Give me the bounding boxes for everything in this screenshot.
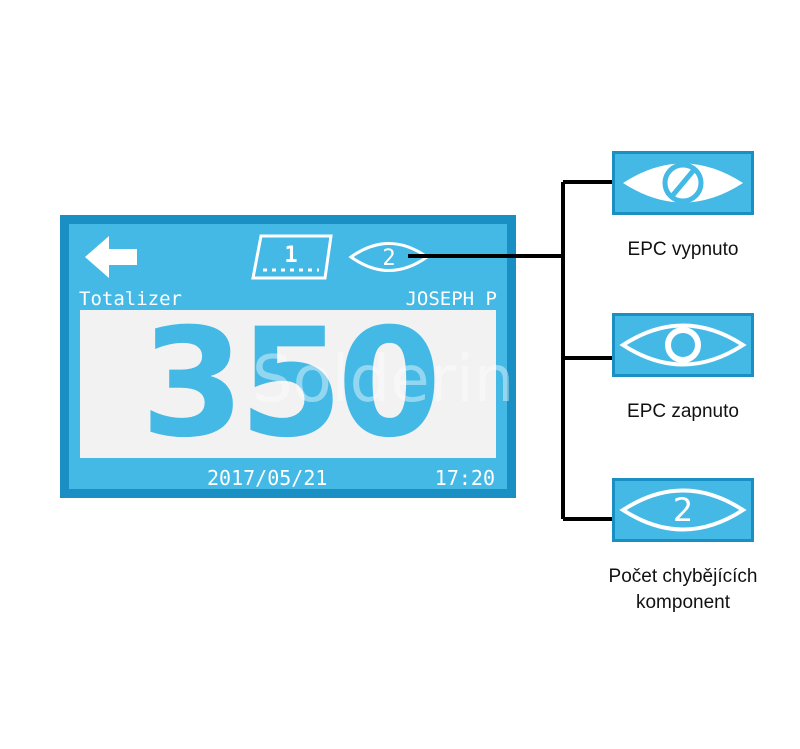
epc-off-eye-icon [623, 162, 743, 204]
value-panel: 350 Soldering [80, 304, 555, 464]
time-display: 17:20 [434, 466, 495, 490]
caption-epc-off: EPC vypnuto [627, 239, 739, 260]
back-arrow-icon[interactable] [83, 234, 141, 280]
legend-missing-count-box: 2 [612, 478, 754, 542]
missing-count-value: 2 [382, 246, 395, 271]
operator-name: JOSEPH P [405, 288, 497, 310]
legend-epc-on-box [612, 313, 754, 377]
counter-label: 1 [284, 243, 297, 268]
missing-count-eye-icon: 2 [348, 242, 430, 272]
watermark-text: Soldering [252, 343, 555, 417]
totalizer-label: Totalizer [79, 288, 182, 310]
total-value: 350 [140, 297, 441, 471]
caption-missing-count: Počet chybějících komponent [608, 566, 758, 613]
device-screen: 1 2 Totalizer JOSEPH P 350 Soldering 201… [60, 215, 555, 498]
legend-missing-count-value: 2 [673, 491, 693, 529]
epc-on-eye-icon [619, 323, 747, 367]
counter-box-icon: 1 [251, 234, 333, 280]
missing-count-indicator: 2 [347, 236, 431, 278]
caption-epc-on: EPC zapnuto [627, 401, 739, 422]
legend-epc-off-box [612, 151, 754, 215]
missing-count-eye-icon: 2 [619, 488, 747, 532]
date-display: 2017/05/21 [207, 466, 328, 490]
counter-indicator: 1 [249, 232, 335, 280]
